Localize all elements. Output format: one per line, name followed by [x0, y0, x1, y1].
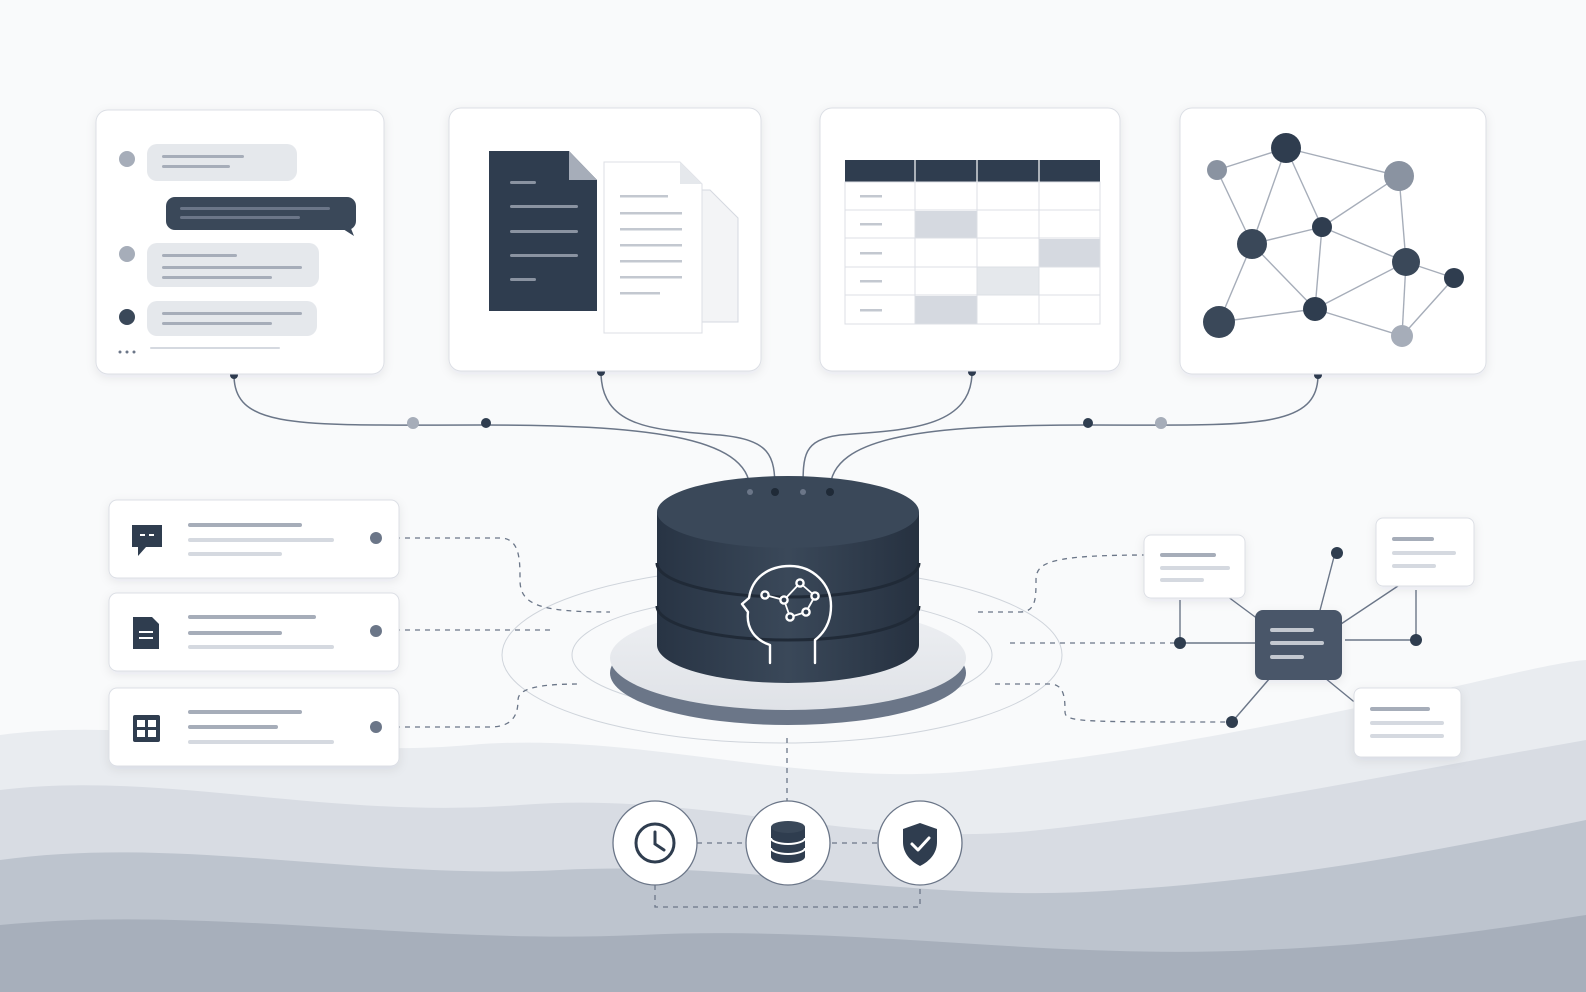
service-security — [877, 800, 963, 886]
dashed-connectors — [395, 537, 1231, 908]
connector-table — [802, 371, 973, 491]
connector-chat — [233, 374, 751, 491]
table-grid-icon — [844, 160, 1101, 325]
retrieval-graph — [1143, 517, 1475, 758]
dashed-services-base — [654, 885, 921, 908]
service-history — [612, 800, 698, 886]
dashed-left-1 — [395, 537, 611, 613]
dashed-right-1 — [978, 554, 1151, 613]
shield-check-icon — [903, 823, 937, 866]
graph-node — [1410, 634, 1422, 646]
cylinder-top-dots — [747, 488, 834, 496]
dashed-right-3 — [995, 683, 1231, 723]
source-panel-documents — [448, 107, 762, 372]
connector-dot — [1155, 417, 1167, 429]
source-connectors — [233, 371, 1319, 491]
graph-node — [1174, 637, 1186, 649]
central-memory-store — [610, 476, 966, 725]
database-icon — [770, 821, 806, 863]
card-port — [370, 721, 382, 733]
chat-icon — [132, 525, 162, 556]
connector-graph — [829, 374, 1319, 491]
connector-documents — [600, 371, 776, 491]
card-port — [370, 532, 382, 544]
connector-dot — [481, 418, 491, 428]
memory-card-conversation — [108, 499, 400, 579]
service-storage — [745, 800, 831, 886]
graph-node — [1226, 716, 1238, 728]
graph-node — [1331, 547, 1343, 559]
cylinder-band-2 — [655, 605, 921, 642]
chat-bubbles-icon — [118, 144, 356, 354]
memory-card-document — [108, 592, 400, 672]
source-panel-chat — [95, 109, 385, 375]
document-stack-icon — [489, 151, 739, 334]
wave-layer-4 — [0, 915, 1586, 992]
document-icon — [133, 617, 159, 649]
card-port — [370, 625, 382, 637]
connector-dot — [407, 417, 419, 429]
clock-icon — [634, 822, 676, 864]
source-panel-table — [819, 107, 1121, 372]
source-panel-graph — [1179, 107, 1487, 375]
hub-node-icon — [1255, 610, 1342, 680]
connector-dots — [230, 368, 1322, 429]
cylinder-top — [657, 476, 919, 548]
memory-card-structured — [108, 687, 400, 767]
network-graph-icon — [1203, 133, 1464, 347]
connector-dot — [1083, 418, 1093, 428]
table-icon — [133, 715, 160, 742]
brain-network-icon — [740, 564, 833, 665]
